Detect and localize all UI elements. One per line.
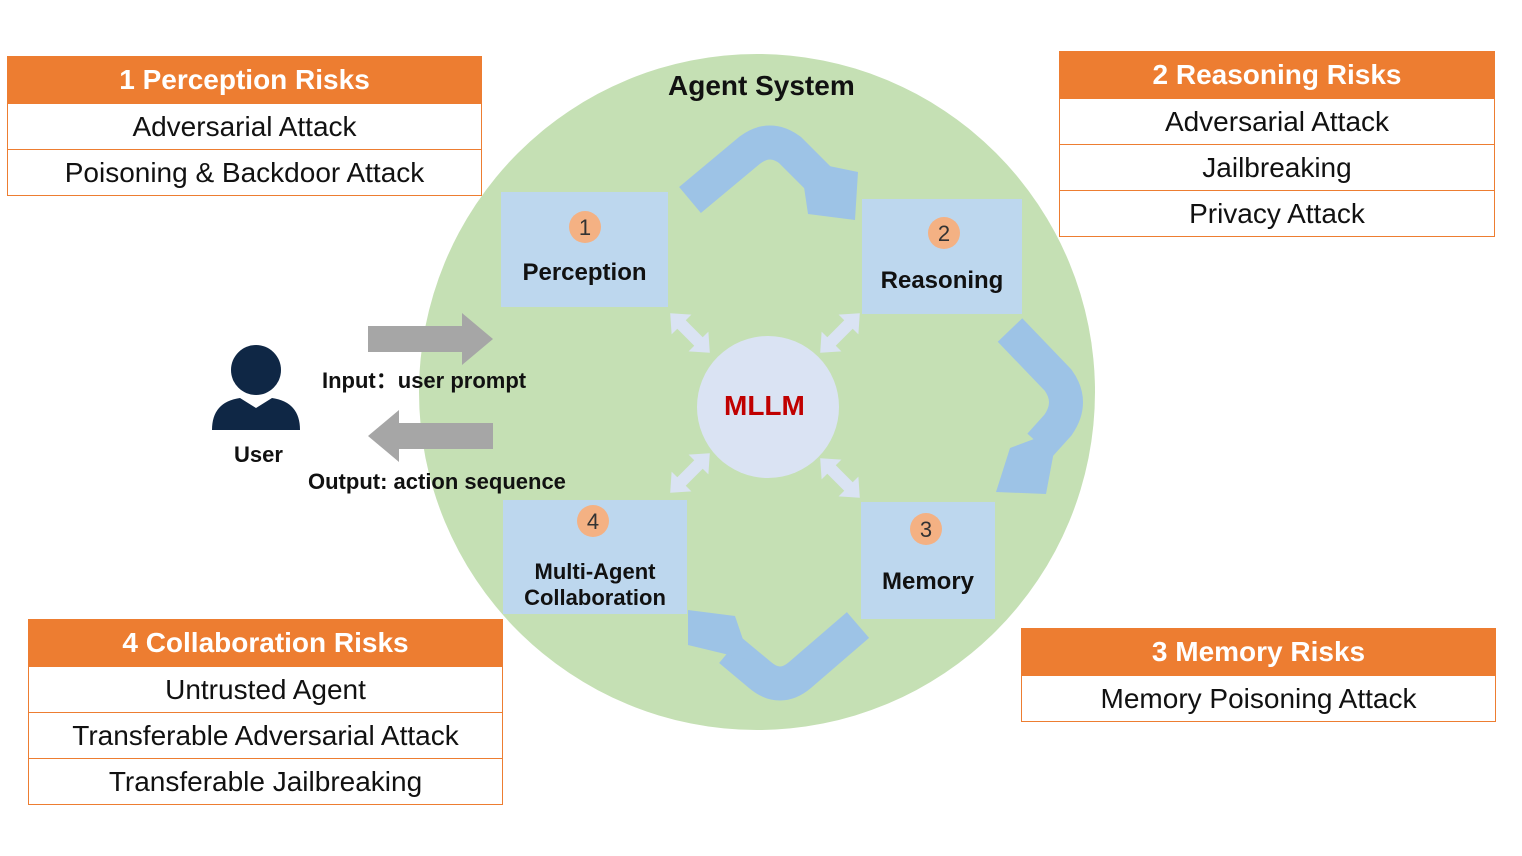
- perception-badge-number: 1: [579, 215, 591, 240]
- collaboration-risk-item: Transferable Jailbreaking: [29, 758, 502, 804]
- perception-risk-item: Poisoning & Backdoor Attack: [8, 149, 481, 195]
- collaboration-risks-title: 4 Collaboration Risks: [29, 620, 502, 666]
- reasoning-label: Reasoning: [880, 267, 1004, 294]
- memory-badge: [910, 513, 942, 545]
- memory-badge-number: 3: [920, 517, 932, 542]
- memory-risks-title: 3 Memory Risks: [1022, 629, 1495, 675]
- mllm-core-circle: [697, 336, 839, 478]
- perception-label: Perception: [522, 259, 647, 286]
- mllm-label: MLLM: [724, 390, 805, 421]
- collaboration-risks-table: 4 Collaboration Risks Untrusted Agent Tr…: [28, 619, 503, 805]
- agent-system-title: Agent System: [668, 70, 855, 101]
- collaboration-label-line2: Collaboration: [524, 585, 666, 610]
- perception-risk-item: Adversarial Attack: [8, 103, 481, 149]
- collaboration-risk-item: Transferable Adversarial Attack: [29, 712, 502, 758]
- memory-risk-item: Memory Poisoning Attack: [1022, 675, 1495, 721]
- perception-box: [501, 192, 668, 307]
- flow-arrow-reasoning-to-memory: [996, 318, 1083, 494]
- collaboration-label: Multi-Agent Collaboration: [503, 559, 687, 611]
- reasoning-badge: [928, 217, 960, 249]
- collaboration-risk-item: Untrusted Agent: [29, 666, 502, 712]
- reasoning-risks-table: 2 Reasoning Risks Adversarial Attack Jai…: [1059, 51, 1495, 237]
- bidirectional-arrow-reasoning-core: [820, 313, 860, 353]
- bidirectional-arrow-collaboration-core: [670, 453, 710, 493]
- reasoning-risk-item: Privacy Attack: [1060, 190, 1494, 236]
- flow-arrow-perception-to-reasoning: [679, 125, 858, 220]
- reasoning-badge-number: 2: [938, 221, 950, 246]
- input-arrow: [368, 313, 493, 365]
- reasoning-risk-item: Jailbreaking: [1060, 144, 1494, 190]
- user-icon: [212, 345, 300, 430]
- collaboration-badge: [577, 505, 609, 537]
- perception-risks-title: 1 Perception Risks: [8, 57, 481, 103]
- flow-arrow-memory-to-collaboration: [688, 610, 870, 701]
- perception-badge: [569, 211, 601, 243]
- output-arrow: [368, 410, 493, 462]
- perception-risks-table: 1 Perception Risks Adversarial Attack Po…: [7, 56, 482, 196]
- input-label: Input：user prompt: [322, 368, 527, 393]
- reasoning-risks-title: 2 Reasoning Risks: [1060, 52, 1494, 98]
- reasoning-box: [862, 199, 1022, 314]
- output-label: Output: action sequence: [308, 469, 566, 494]
- user-label: User: [234, 442, 283, 467]
- reasoning-risk-item: Adversarial Attack: [1060, 98, 1494, 144]
- collaboration-label-line1: Multi-Agent: [534, 559, 656, 584]
- memory-label: Memory: [881, 568, 975, 595]
- bidirectional-arrow-memory-core: [820, 458, 860, 498]
- memory-risks-table: 3 Memory Risks Memory Poisoning Attack: [1021, 628, 1496, 722]
- collaboration-badge-number: 4: [587, 509, 599, 534]
- bidirectional-arrow-perception-core: [670, 313, 710, 353]
